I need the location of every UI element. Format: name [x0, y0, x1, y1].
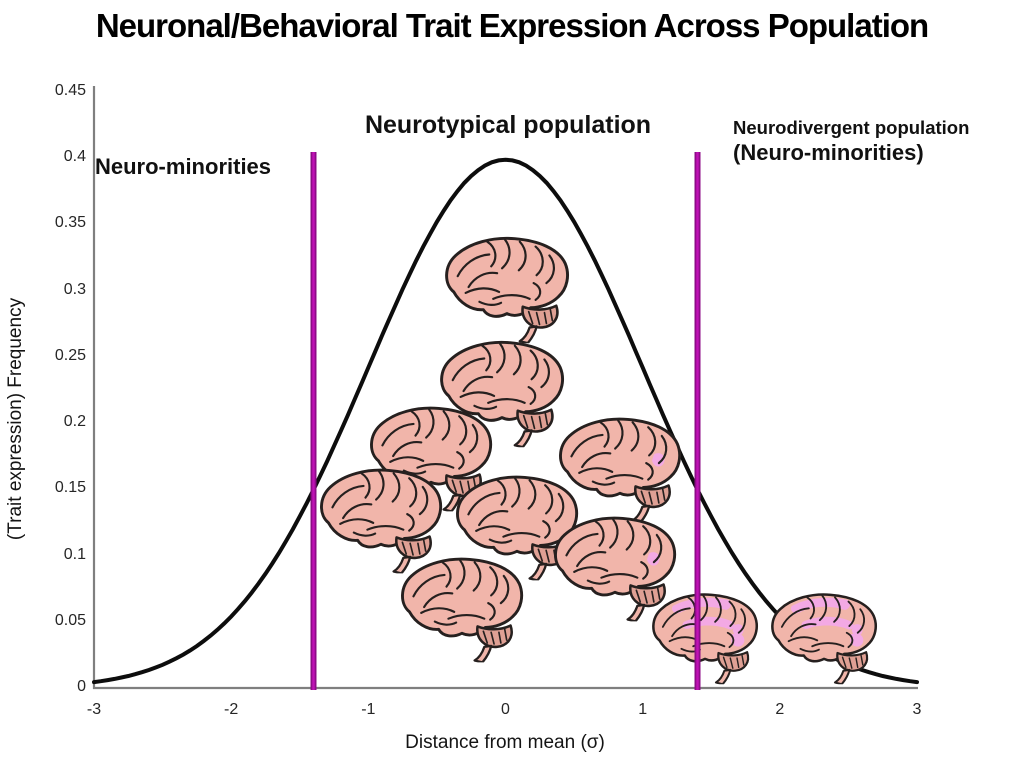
y-tick-label: 0.25: [54, 347, 86, 364]
brain-icon-typical: [320, 468, 443, 574]
x-axis-title: Distance from mean (σ): [405, 732, 605, 753]
annotation-neuro-minorities: Neuro-minorities: [95, 154, 272, 179]
annotation-neurodivergent-population: Neurodivergent population (Neuro-minorit…: [733, 117, 969, 166]
brain-icons-layer: [320, 236, 878, 685]
y-tick-label: 0.4: [63, 148, 86, 165]
brain-icon-highlight-small: [554, 516, 677, 622]
x-tick-label: 2: [775, 701, 785, 718]
y-tick-label: 0: [77, 678, 86, 695]
y-tick-label: 0.15: [54, 479, 86, 496]
brain-icon-highlight-large: [652, 593, 759, 685]
y-tick-label: 0.3: [63, 281, 86, 298]
x-tick-label: 3: [912, 701, 922, 718]
brain-icon-typical: [445, 236, 570, 344]
y-tick-label: 0.45: [54, 82, 86, 99]
y-tick-label: 0.05: [54, 612, 86, 629]
threshold-lines-layer: [310, 152, 701, 690]
x-tick-label: -1: [361, 701, 376, 718]
y-tick-label: 0.35: [54, 214, 86, 231]
annotation-neurodivergent-line1: Neurodivergent population: [733, 117, 970, 138]
brain-icon-typical: [401, 557, 524, 663]
y-tick-label: 0.2: [63, 413, 86, 430]
x-tick-label: -2: [224, 701, 239, 718]
y-axis-title: (Trait expression) Frequency: [5, 297, 26, 541]
y-tick-label: 0.1: [63, 546, 86, 563]
x-tick-label: 0: [501, 701, 510, 718]
x-tick-label: 1: [638, 701, 648, 718]
annotation-neurodivergent-line2: (Neuro-minorities): [733, 140, 924, 166]
brain-icon-highlight-small: [559, 417, 682, 523]
x-tick-label: -3: [86, 701, 102, 718]
chart-title: Neuronal/Behavioral Trait Expression Acr…: [95, 7, 929, 44]
annotation-neurotypical-population: Neurotypical population: [364, 111, 652, 139]
